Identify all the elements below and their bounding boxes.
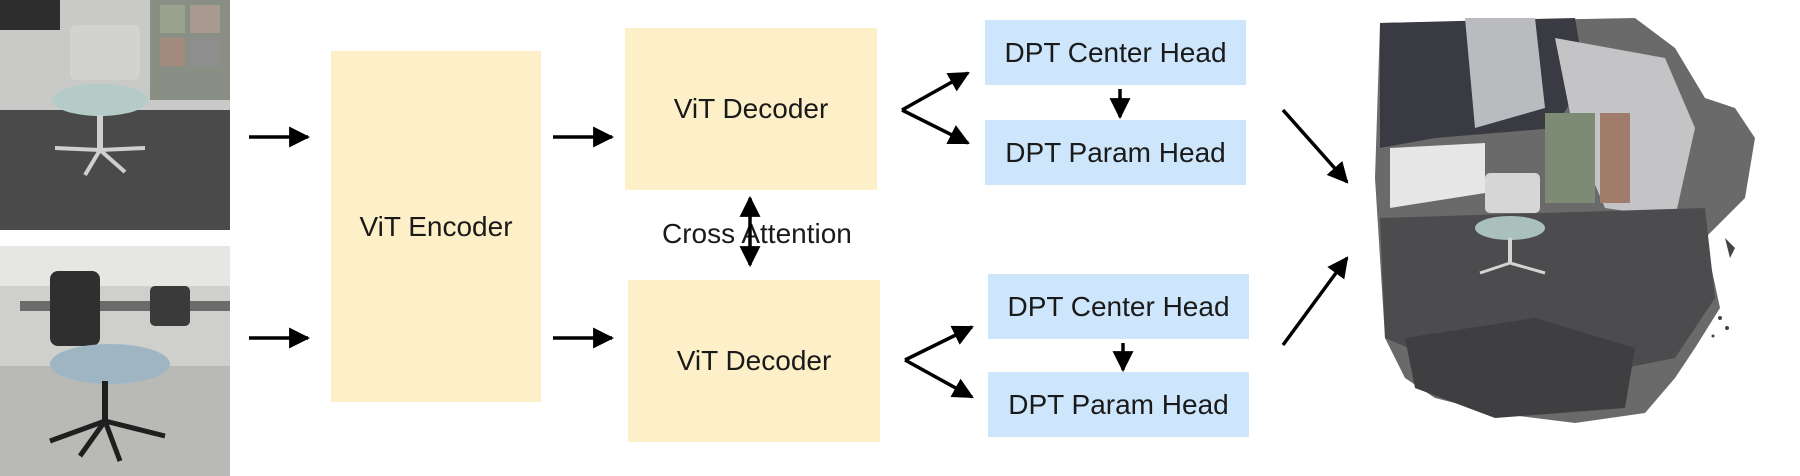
dpt-center-head-top-label: DPT Center Head [1004, 36, 1227, 68]
vit-decoder-top-block: ViT Decoder [625, 28, 877, 190]
vit-encoder-block: ViT Encoder [331, 51, 541, 402]
arrow-decoder-bottom-to-param [904, 358, 974, 399]
arrow-decoder-top-to-center [901, 71, 970, 112]
dpt-param-head-top: DPT Param Head [985, 120, 1246, 185]
input-image-bottom [0, 246, 230, 476]
arrow-decoder-bottom-to-center [904, 325, 974, 362]
dpt-param-head-bottom: DPT Param Head [988, 372, 1249, 437]
vit-encoder-label: ViT Encoder [359, 210, 513, 242]
dpt-param-head-top-label: DPT Param Head [1005, 136, 1226, 168]
input-image-top [0, 0, 230, 230]
dpt-center-head-bottom: DPT Center Head [988, 274, 1249, 339]
dpt-center-head-bottom-label: DPT Center Head [1007, 290, 1230, 322]
dpt-center-head-top: DPT Center Head [985, 20, 1246, 85]
output-reconstruction-image [1375, 18, 1800, 428]
dpt-param-head-bottom-label: DPT Param Head [1008, 388, 1229, 420]
arrow-heads-bottom-to-output [1281, 256, 1349, 347]
arrow-heads-top-to-output [1281, 108, 1349, 184]
vit-decoder-bottom-block: ViT Decoder [628, 280, 880, 442]
vit-decoder-bottom-label: ViT Decoder [676, 345, 832, 376]
arrow-decoder-top-to-param [901, 108, 970, 145]
vit-decoder-top-label: ViT Decoder [673, 93, 829, 124]
